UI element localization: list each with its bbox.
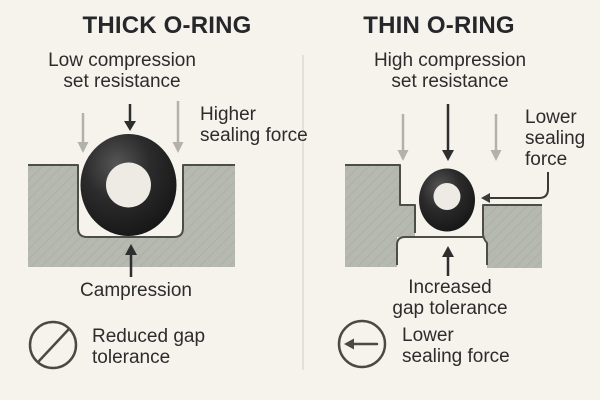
- thin-oring-hole: [433, 183, 461, 210]
- thin-gland-right-outline: [482, 204, 542, 265]
- thick-gap-tolerance-label: Reduced gap tolerance: [92, 326, 206, 368]
- thin-compression-arrow-up: [442, 246, 454, 276]
- thick-oring: [80, 134, 177, 236]
- reduced-gap-icon: [28, 320, 78, 370]
- thin-gland-left-outline: [345, 164, 416, 233]
- thin-compression-arrow-down: [442, 104, 454, 161]
- thin-gland-left-block: [345, 165, 415, 267]
- thin-sealing-arrow-left: [397, 114, 409, 161]
- lower-sealing-force-icon: [337, 319, 387, 369]
- thick-compression-label: Campression: [80, 280, 192, 301]
- thick-oring-title: THICK O-RING: [82, 12, 252, 39]
- thick-sealing-arrow-right: [172, 101, 184, 153]
- thick-oring-hole: [106, 162, 151, 208]
- thin-compression-set-label: High compression set resistance: [373, 50, 527, 92]
- thick-gland-outline: [28, 164, 235, 238]
- thin-oring: [419, 168, 475, 232]
- thick-compression-arrow-up: [125, 244, 137, 277]
- thin-gland-floor-outline: [396, 236, 483, 265]
- thick-compression-set-label: Low compression set resistance: [48, 50, 196, 92]
- thick-sealing-force-label: Higher sealing force: [200, 104, 308, 146]
- thin-oring-gland: [345, 164, 542, 268]
- thin-sealing-elbow-arrow: [481, 172, 549, 203]
- thick-sealing-arrow-left: [77, 113, 89, 153]
- thin-sealing-force-label: Lower sealing force: [525, 107, 586, 170]
- thin-oring-title: THIN O-RING: [363, 12, 515, 39]
- thin-footer-sealing-label: Lower sealing force: [402, 325, 510, 367]
- thick-oring-gland: [28, 164, 235, 267]
- thin-sealing-arrow-right: [490, 114, 502, 161]
- thin-gland-right-block: [483, 205, 542, 268]
- thin-gap-tolerance-label: Increased gap tolerance: [392, 277, 508, 319]
- thick-compression-arrow-down: [124, 104, 136, 131]
